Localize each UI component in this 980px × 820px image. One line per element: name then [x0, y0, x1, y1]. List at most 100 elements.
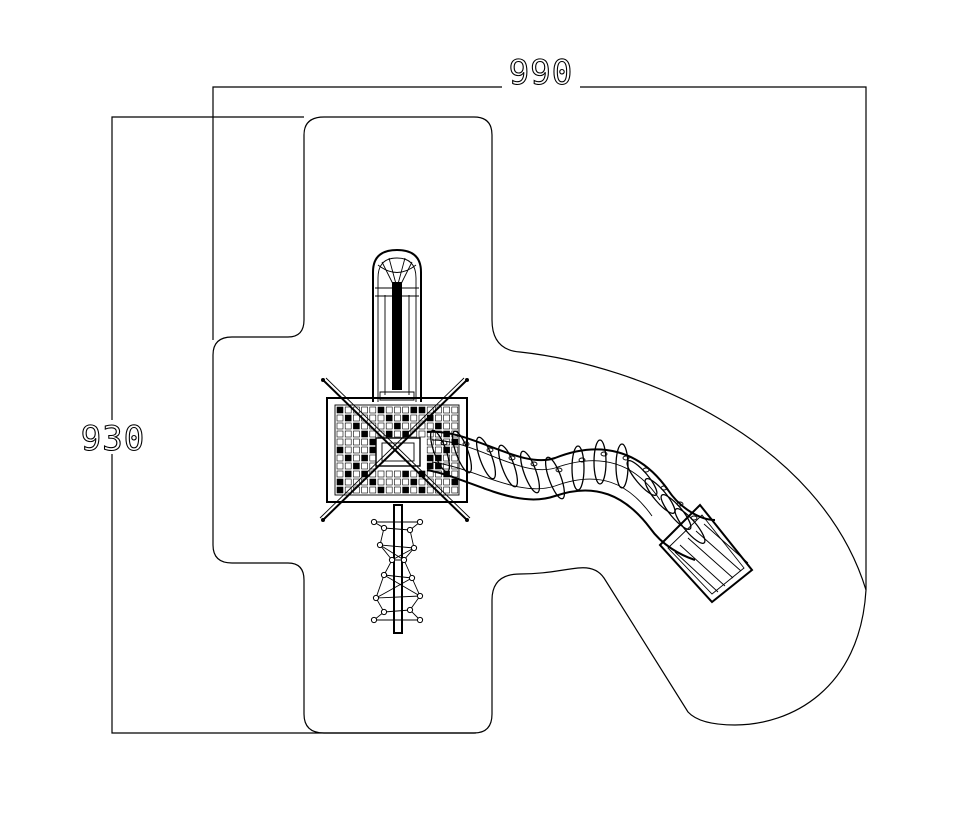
- tube-ring: [429, 429, 451, 473]
- tube-ring: [544, 456, 566, 500]
- deck-grid-cell: [394, 406, 401, 414]
- deck-grid-cell: [385, 430, 393, 438]
- deck-grid-cell: [344, 446, 352, 454]
- tube-ring: [475, 436, 497, 480]
- deck-grid-cell: [410, 478, 418, 486]
- safety-zone-outline: [212, 116, 867, 734]
- deck-grid-cell: [344, 470, 352, 478]
- deck-grid-cell: [369, 486, 377, 494]
- deck-grid-cell: [361, 438, 368, 446]
- deck-grid-cell: [410, 470, 418, 478]
- deck-grid-cell: [336, 414, 344, 422]
- deck-grid-cell: [344, 454, 352, 462]
- tube-hole: [578, 457, 586, 463]
- deck-grid-cell: [361, 486, 368, 494]
- deck-grid-cell: [435, 446, 442, 454]
- deck-grid-cell: [385, 478, 393, 486]
- deck-grid-cell: [402, 470, 409, 478]
- deck-grid-cell: [418, 486, 426, 494]
- deck-grid-cell: [385, 470, 393, 478]
- deck-grid-cell: [361, 422, 368, 430]
- tube-rings: [429, 429, 706, 544]
- tube-ring: [451, 430, 473, 474]
- tube-hole: [622, 455, 630, 461]
- climber-node: [416, 616, 424, 624]
- deck-grid-cell: [402, 414, 409, 422]
- deck-grid-cell: [443, 414, 450, 422]
- climber-node: [388, 556, 396, 564]
- deck-grid-cell: [377, 414, 385, 422]
- deck-grid-cell: [369, 430, 377, 438]
- climber-node: [380, 571, 388, 579]
- deck-grid-cell: [426, 462, 434, 470]
- tube-hole: [642, 467, 650, 473]
- deck-grid-cell: [377, 422, 385, 430]
- tube-hole: [462, 441, 470, 447]
- deck-grid-cell: [394, 414, 401, 422]
- climber-node: [410, 544, 418, 552]
- deck-grid-cell: [402, 486, 409, 494]
- deck-grid-cell: [353, 462, 360, 470]
- deck-grid-cell: [336, 454, 344, 462]
- deck-grid-cell: [353, 478, 360, 486]
- deck-grid-cell: [402, 430, 409, 438]
- tube-ring: [644, 478, 676, 514]
- climber-node: [406, 606, 414, 614]
- climber-node: [416, 518, 424, 526]
- tube-hole: [486, 447, 494, 453]
- climber-node: [370, 518, 378, 526]
- deck-grid-cell: [435, 414, 442, 422]
- climber-node: [372, 594, 380, 602]
- deck-grid-cell: [369, 454, 377, 462]
- tube-hole: [676, 501, 684, 507]
- deck-grid-cell: [344, 478, 352, 486]
- deck-grid-cell: [418, 414, 426, 422]
- tube-ring: [519, 450, 541, 494]
- climber-node: [380, 524, 388, 532]
- tube-hole: [530, 461, 538, 467]
- deck-grid-cell: [344, 462, 352, 470]
- deck-grid-cell: [353, 430, 360, 438]
- deck-grid-cell: [402, 478, 409, 486]
- deck-grid-cell: [361, 462, 368, 470]
- deck-grid-cell: [443, 406, 450, 414]
- deck-grid-cell: [344, 430, 352, 438]
- climber-node: [406, 526, 414, 534]
- tube-hole: [660, 485, 668, 491]
- deck-grid-cell: [377, 486, 385, 494]
- deck-grid-cell: [353, 454, 360, 462]
- deck-grid-cell: [336, 446, 344, 454]
- dimension-labels: 990 930: [76, 52, 580, 460]
- deck-grid-cell: [443, 422, 450, 430]
- dimension-frame: [111, 86, 867, 734]
- deck-grid-cell: [344, 438, 352, 446]
- deck-grid-cell: [336, 478, 344, 486]
- tube-ring: [593, 439, 607, 485]
- deck-grid-cell: [369, 438, 377, 446]
- deck-grid-cell: [369, 414, 377, 422]
- deck-grid-cell: [443, 478, 450, 486]
- deck-grid-cell: [353, 446, 360, 454]
- deck-grid-cell: [361, 430, 368, 438]
- deck-grid-cell: [377, 406, 385, 414]
- climber-node: [380, 608, 388, 616]
- tube-hole: [508, 455, 516, 461]
- deck-grid-cell: [353, 414, 360, 422]
- deck-grid-cell: [410, 414, 418, 422]
- deck-grid-cell: [451, 422, 459, 430]
- deck-grid-cell: [402, 422, 409, 430]
- deck-grid-cell: [435, 478, 442, 486]
- deck-grid-cell: [361, 406, 368, 414]
- deck-grid-cell: [344, 406, 352, 414]
- deck-grid-cell: [410, 406, 418, 414]
- deck-grid-cell: [369, 406, 377, 414]
- climber-node: [400, 556, 408, 564]
- deck-grid-cell: [426, 486, 434, 494]
- climber-nodes: [370, 518, 424, 624]
- deck-grid-cell: [361, 446, 368, 454]
- deck-grid-cell: [377, 478, 385, 486]
- deck-grid-cell: [443, 454, 450, 462]
- deck-grid-cell: [353, 422, 360, 430]
- tube-hole: [555, 467, 563, 473]
- tube-hole: [600, 451, 608, 457]
